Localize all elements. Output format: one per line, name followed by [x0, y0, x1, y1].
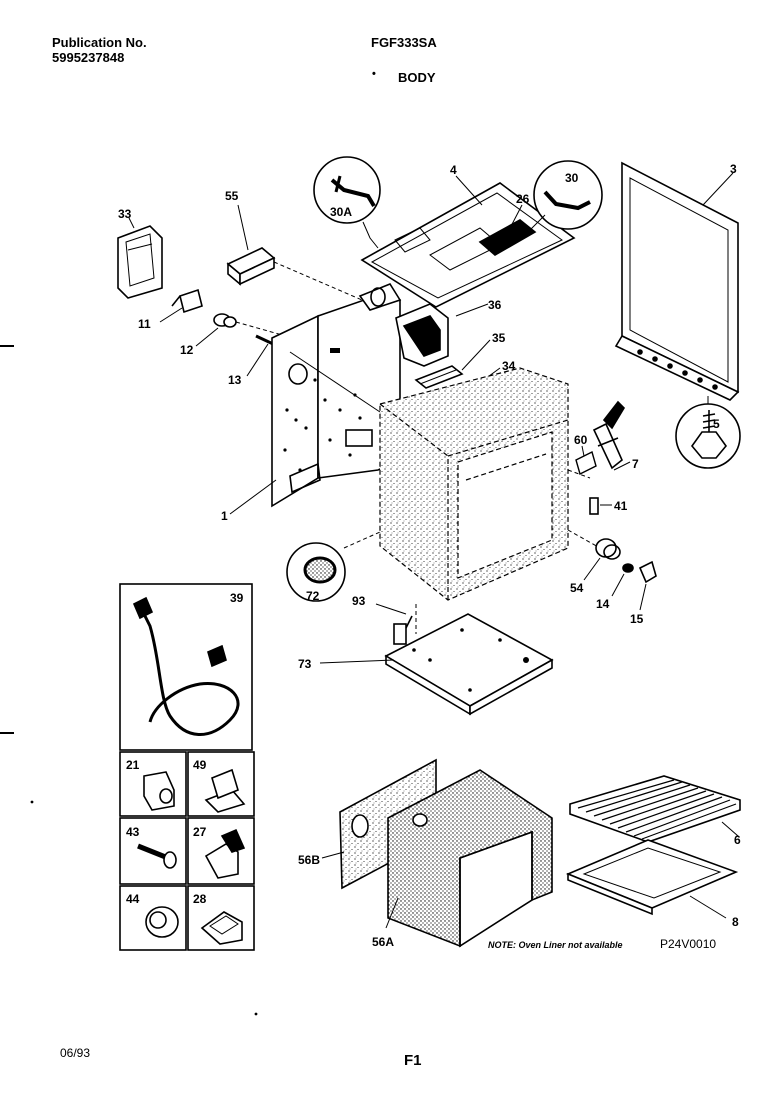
box-part-49 — [187, 751, 255, 817]
callout-30a: 30A — [330, 205, 352, 219]
callout-56b: 56B — [298, 853, 320, 867]
callout-35: 35 — [492, 331, 506, 345]
callout-1: 1 — [221, 509, 228, 523]
box-part-44 — [119, 885, 187, 951]
insulation-part-72 — [286, 542, 346, 602]
publication-number: 5995237848 — [52, 50, 125, 65]
leveling-leg-part-5 — [675, 403, 741, 469]
callout-33: 33 — [118, 207, 132, 221]
callout-14: 14 — [596, 597, 610, 611]
callout-54: 54 — [570, 581, 584, 595]
callout-44: 44 — [126, 892, 140, 906]
scan-mark-bottom — [0, 732, 14, 734]
screw-part-41 — [589, 497, 599, 515]
burner-parts-54-14-15 — [595, 538, 657, 584]
page-number: F1 — [404, 1052, 422, 1069]
callout-21: 21 — [126, 758, 140, 772]
back-panel-part-3 — [614, 161, 740, 401]
box-part-27 — [187, 817, 255, 885]
clip-part-11 — [171, 288, 203, 314]
callout-28: 28 — [193, 892, 207, 906]
diagram-code: P24V0010 — [660, 937, 716, 951]
callout-55: 55 — [225, 189, 239, 203]
power-cord-box-part-39 — [119, 583, 253, 751]
callout-41: 41 — [614, 499, 628, 513]
bracket-part-30 — [533, 160, 603, 230]
clip-part-93 — [393, 615, 413, 645]
igniter-part-7 — [592, 400, 626, 470]
callout-27: 27 — [193, 825, 207, 839]
callout-73: 73 — [298, 657, 312, 671]
callout-30: 30 — [565, 171, 579, 185]
broiler-pan-part-8 — [565, 839, 739, 916]
box-part-43 — [119, 817, 187, 885]
callout-72: 72 — [306, 589, 320, 603]
oven-liner-note: NOTE: Oven Liner not available — [488, 940, 623, 950]
top-tray-part-4 — [360, 182, 576, 308]
callout-36: 36 — [488, 298, 502, 312]
callout-60: 60 — [574, 433, 588, 447]
callout-12: 12 — [180, 343, 194, 357]
model-number: FGF333SA — [371, 35, 437, 50]
vent-part-36 — [395, 303, 449, 367]
callout-11: 11 — [138, 317, 151, 331]
callout-49: 49 — [193, 758, 207, 772]
oven-rack-part-6 — [569, 775, 741, 843]
stray-dot — [254, 1012, 258, 1016]
insulation-part-56a — [387, 769, 553, 948]
section-bullet: • — [372, 68, 376, 80]
callout-3: 3 — [730, 162, 737, 176]
callout-8: 8 — [732, 915, 739, 929]
junction-box-part-33 — [117, 225, 163, 299]
plug-part-12 — [213, 313, 237, 328]
callout-15: 15 — [630, 612, 644, 626]
callout-39: 39 — [230, 591, 244, 605]
callout-4: 4 — [450, 163, 457, 177]
callout-7: 7 — [632, 457, 639, 471]
stray-dot — [30, 800, 34, 804]
oven-cavity — [379, 367, 569, 601]
footer-date: 06/93 — [60, 1046, 91, 1060]
callout-93: 93 — [352, 594, 366, 608]
callout-6: 6 — [734, 833, 741, 847]
bracket-part-35 — [414, 365, 464, 389]
publication-label: Publication No. — [52, 35, 147, 50]
box-part-28 — [187, 885, 255, 951]
scan-mark-top — [0, 345, 14, 347]
callout-43: 43 — [126, 825, 140, 839]
callout-56a: 56A — [372, 935, 394, 949]
bracket-part-60 — [575, 450, 597, 476]
section-title: BODY — [398, 70, 436, 85]
bracket-part-30a — [313, 156, 381, 224]
callout-5: 5 — [713, 417, 720, 431]
oven-bottom-part-73 — [384, 613, 554, 716]
callout-13: 13 — [228, 373, 242, 387]
callout-26: 26 — [516, 192, 530, 206]
insulation-strip-part-55 — [226, 247, 276, 286]
box-part-21 — [119, 751, 187, 817]
